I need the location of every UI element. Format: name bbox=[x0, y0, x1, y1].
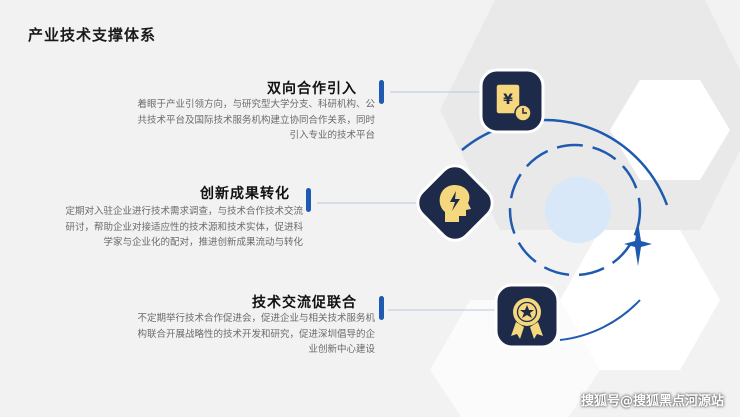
item-desc-2-line-1: 定期对入驻企业进行技术需求调查，与技术合作技术交流 bbox=[65, 206, 303, 217]
accent-bar-3 bbox=[379, 296, 384, 320]
page-title: 产业技术支撑体系 bbox=[28, 26, 157, 44]
svg-text:¥: ¥ bbox=[503, 92, 513, 108]
item-desc-3-line-1: 不定期举行技术合作促进会，促进企业与相关技术服务机 bbox=[137, 313, 375, 324]
hexagon-white-top bbox=[610, 80, 730, 180]
item-desc-2-line-3: 学家与企业化的配对，推进创新成果流动与转化 bbox=[103, 237, 303, 248]
item-desc-2: 定期对入驻企业进行技术需求调查，与技术合作技术交流 研讨，帮助企业对接适应性的技… bbox=[23, 204, 303, 251]
item-desc-1-line-3: 引入专业的技术平台 bbox=[289, 130, 375, 141]
watermark: 搜狐号@搜狐黑点河源站 bbox=[580, 394, 724, 409]
accent-bar-2 bbox=[306, 188, 311, 212]
outer-arc-bottom bbox=[559, 299, 641, 341]
item-desc-1-line-1: 着眼于产业引领方向，与研究型大学分支、科研机构、公 bbox=[137, 99, 375, 110]
badge-3 bbox=[494, 283, 560, 349]
item-desc-1-line-2: 共技术平台及国际技术服务机构建立协同合作关系，同时 bbox=[137, 114, 375, 126]
item-title-1: 双向合作引入 bbox=[267, 81, 357, 97]
item-desc-1: 着眼于产业引领方向，与研究型大学分支、科研机构、公 共技术平台及国际技术服务机构… bbox=[95, 97, 375, 144]
item-title-3: 技术交流促联合 bbox=[252, 295, 357, 311]
inner-dashed-circle bbox=[508, 143, 642, 277]
item-desc-3-line-2: 构联合开展战略性的技术开发和研究，促进深圳倡导的企 bbox=[137, 328, 375, 340]
badge-2 bbox=[416, 164, 494, 242]
head-lightning-icon bbox=[439, 185, 471, 222]
item-desc-3: 不定期举行技术合作促进会，促进企业与相关技术服务机 构联合开展战略性的技术开发和… bbox=[95, 311, 375, 358]
item-title-2: 创新成果转化 bbox=[200, 186, 290, 202]
award-star-badge-icon bbox=[511, 298, 543, 339]
badge-1: ¥ bbox=[479, 68, 545, 134]
accent-bar-1 bbox=[379, 80, 384, 104]
item-desc-2-line-2: 研讨，帮助企业对接适应性的技术源和技术实体，促进科 bbox=[65, 221, 303, 233]
center-circle bbox=[545, 177, 611, 243]
yen-document-clock-icon: ¥ bbox=[495, 83, 532, 122]
sparkle-icon bbox=[624, 222, 652, 266]
item-desc-3-line-3: 业创新中心建设 bbox=[308, 344, 375, 355]
